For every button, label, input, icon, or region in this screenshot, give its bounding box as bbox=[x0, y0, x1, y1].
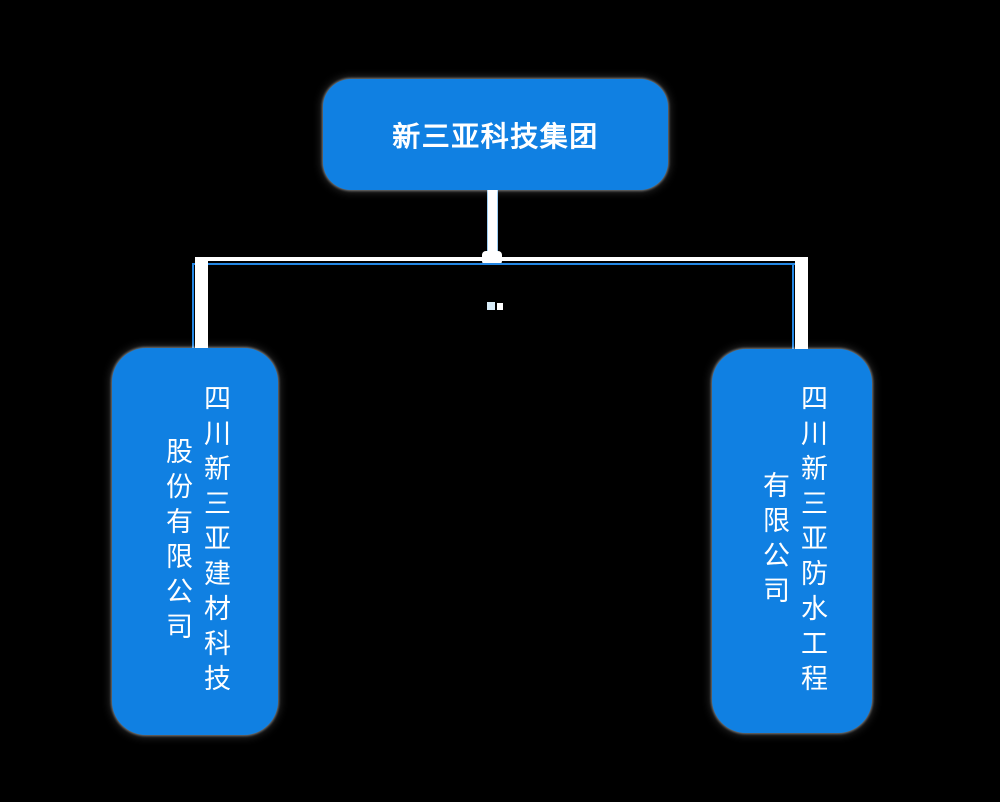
connector-horizontal bbox=[195, 257, 796, 261]
child-node-waterproofing[interactable]: 四川新三亚防水工程 有限公司 bbox=[712, 349, 872, 733]
child-node-building-materials[interactable]: 四川新三亚建材科技 股份有限公司 bbox=[112, 348, 278, 735]
connector-drop-left bbox=[195, 257, 208, 350]
connector-horizontal-accent bbox=[193, 263, 797, 265]
expand-collapse-dot[interactable] bbox=[497, 303, 503, 310]
connector-drop-left-accent bbox=[192, 263, 194, 350]
root-node[interactable]: 新三亚科技集团 bbox=[323, 79, 668, 190]
connector-drop-right-accent bbox=[792, 263, 794, 352]
child-node-label: 四川新三亚防水工程 有限公司 bbox=[758, 383, 827, 699]
expand-collapse-dot[interactable] bbox=[487, 302, 495, 310]
connector-root-stem bbox=[487, 190, 498, 260]
connector-drop-right bbox=[795, 257, 808, 352]
root-node-label: 新三亚科技集团 bbox=[392, 119, 599, 153]
child-node-label: 四川新三亚建材科技 股份有限公司 bbox=[161, 384, 230, 699]
